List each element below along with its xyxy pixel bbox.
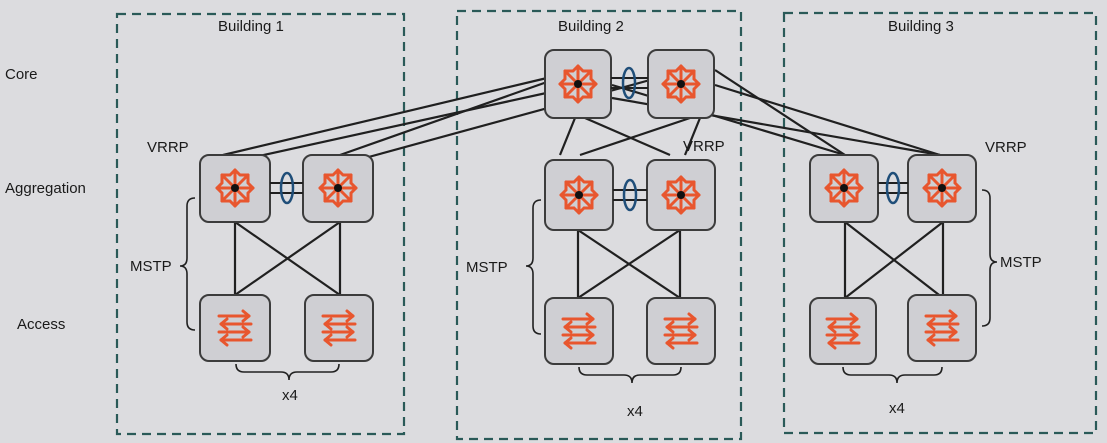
b3-mstp-brace bbox=[981, 189, 998, 327]
link-aggregation-icon bbox=[622, 178, 638, 212]
b1-x4-brace bbox=[235, 363, 340, 381]
b3-vrrp-label: VRRP bbox=[985, 139, 1027, 156]
tier-label-aggregation: Aggregation bbox=[5, 180, 86, 197]
tier-label-core: Core bbox=[5, 66, 38, 83]
access-links bbox=[233, 221, 945, 299]
building-1-box bbox=[115, 12, 406, 436]
b1-count-label: x4 bbox=[282, 387, 298, 404]
link-aggregation-icon bbox=[279, 171, 295, 205]
b2-agg-router-2 bbox=[646, 159, 716, 231]
core-router-1 bbox=[544, 49, 612, 119]
b2-x4-brace bbox=[578, 366, 682, 384]
b1-agg-router-1 bbox=[199, 154, 271, 223]
b1-agg-lag bbox=[270, 171, 303, 205]
b3-count-label: x4 bbox=[889, 400, 905, 417]
core-uplinks bbox=[222, 69, 941, 160]
b1-access-switch-1 bbox=[199, 294, 271, 362]
b1-mstp-brace bbox=[179, 197, 196, 331]
b3-mstp-label: MSTP bbox=[1000, 254, 1042, 271]
b1-access-switch-2 bbox=[304, 294, 374, 362]
b1-mstp-label: MSTP bbox=[130, 258, 172, 275]
b2-mstp-brace bbox=[525, 199, 542, 335]
b2-access-switch-2 bbox=[646, 297, 716, 365]
b3-access-switch-2 bbox=[907, 294, 977, 362]
b3-x4-brace bbox=[842, 366, 943, 384]
building-3-title: Building 3 bbox=[888, 18, 954, 35]
b2-mstp-label: MSTP bbox=[466, 259, 508, 276]
b3-agg-router-1 bbox=[809, 154, 879, 223]
b2-vrrp-label: VRRP bbox=[683, 138, 725, 155]
tier-label-access: Access bbox=[17, 316, 65, 333]
b2-agg-lag bbox=[613, 178, 647, 212]
b1-vrrp-label: VRRP bbox=[147, 139, 189, 156]
link-aggregation-icon bbox=[885, 171, 901, 205]
b2-access-switch-1 bbox=[544, 297, 614, 365]
b3-access-switch-1 bbox=[809, 297, 877, 365]
building-2-title: Building 2 bbox=[558, 18, 624, 35]
b1-agg-router-2 bbox=[302, 154, 374, 223]
b3-agg-router-2 bbox=[907, 154, 977, 223]
building-2-box bbox=[455, 9, 743, 441]
b3-agg-lag bbox=[878, 171, 908, 205]
b2-agg-router-1 bbox=[544, 159, 614, 231]
core-lag bbox=[611, 66, 648, 100]
building-3-box bbox=[782, 11, 1098, 435]
building-1-title: Building 1 bbox=[218, 18, 284, 35]
b2-count-label: x4 bbox=[627, 403, 643, 420]
core-router-2 bbox=[647, 49, 715, 119]
link-aggregation-icon bbox=[621, 66, 637, 100]
